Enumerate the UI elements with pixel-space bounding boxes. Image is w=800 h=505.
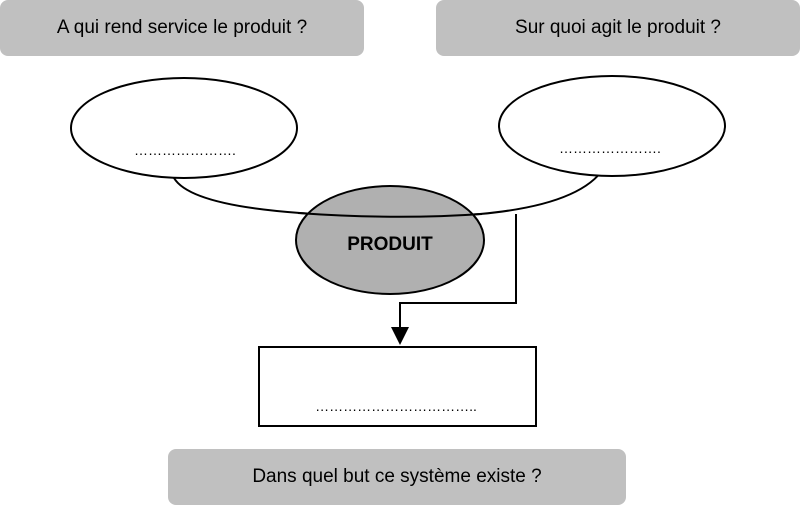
ellipse-user-label: …………………. — [134, 142, 236, 158]
connector-curve-overlay — [297, 212, 483, 218]
question-box-subject: Sur quoi agit le produit ? — [436, 0, 800, 56]
question-box-user: A qui rend service le produit ? — [0, 0, 364, 56]
question-subject-text: Sur quoi agit le produit ? — [515, 17, 721, 38]
purpose-box-label: …………………………….. — [315, 398, 477, 414]
question-user-text: A qui rend service le produit ? — [56, 17, 308, 38]
question-box-purpose: Dans quel but ce système existe ? — [168, 449, 626, 505]
product-ellipse — [295, 185, 485, 295]
arrow-head-icon — [391, 327, 409, 345]
ellipse-subject-label: …………………. — [559, 140, 661, 156]
product-label: PRODUIT — [347, 234, 433, 255]
arrow-line — [399, 214, 517, 328]
purpose-box — [258, 346, 537, 427]
question-purpose-text: Dans quel but ce système existe ? — [252, 466, 542, 487]
ellipse-user — [70, 77, 298, 179]
ellipse-subject — [498, 75, 726, 177]
